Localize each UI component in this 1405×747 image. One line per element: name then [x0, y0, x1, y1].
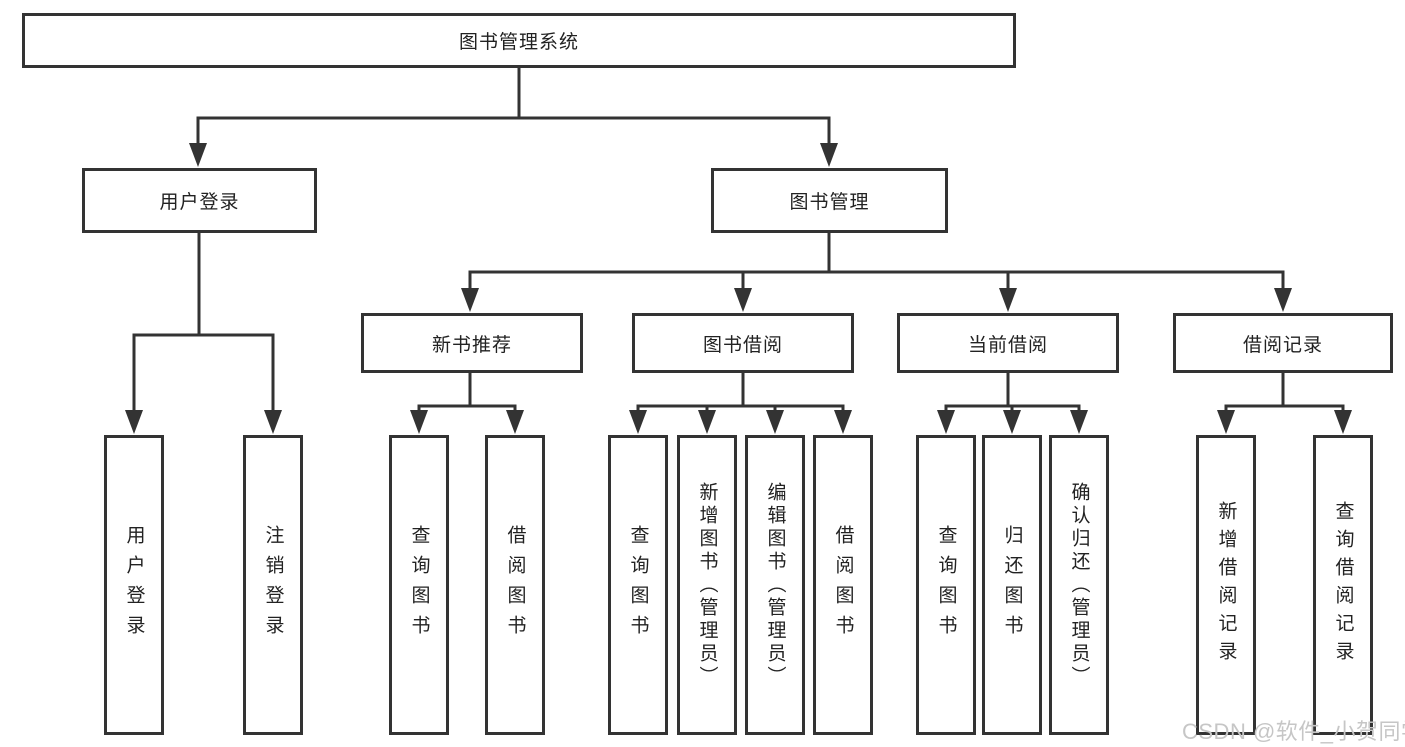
- leaf-query-books-recommend: 查询图书: [389, 435, 449, 735]
- node-borrow-records: 借阅记录: [1173, 313, 1393, 373]
- leaf-confirm-return-admin: 确认归还（管理员）: [1049, 435, 1109, 735]
- leaf-add-books-admin: 新增图书（管理员）: [677, 435, 737, 735]
- leaf-query-books-borrow: 查询图书: [608, 435, 668, 735]
- node-label: 图书管理: [789, 192, 870, 213]
- node-current-borrow: 当前借阅: [897, 313, 1119, 373]
- leaf-logout-login: 注销登录: [243, 435, 303, 735]
- leaf-label: 查询借阅记录: [1332, 501, 1354, 669]
- node-book-borrow: 图书借阅: [632, 313, 854, 373]
- leaf-user-login: 用户登录: [104, 435, 164, 735]
- node-label: 图书借阅: [702, 334, 783, 356]
- node-book-management: 图书管理: [711, 168, 948, 233]
- leaf-label: 查询图书: [408, 525, 430, 645]
- node-label: 当前借阅: [967, 334, 1048, 356]
- leaf-label: 新增借阅记录: [1215, 501, 1237, 669]
- node-new-book-recommend: 新书推荐: [361, 313, 583, 373]
- leaf-label: 注销登录: [262, 525, 284, 645]
- leaf-label: 新增图书（管理员）: [696, 481, 718, 689]
- leaf-query-borrow-record: 查询借阅记录: [1313, 435, 1373, 735]
- leaf-label: 确认归还（管理员）: [1068, 481, 1090, 689]
- leaf-label: 查询图书: [627, 525, 649, 645]
- leaf-label: 查询图书: [935, 525, 957, 645]
- leaf-borrow-books-recommend: 借阅图书: [485, 435, 545, 735]
- leaf-add-borrow-record: 新增借阅记录: [1196, 435, 1256, 735]
- leaf-label: 编辑图书（管理员）: [764, 481, 786, 689]
- node-library-management-system: 图书管理系统: [22, 13, 1016, 68]
- leaf-return-books: 归还图书: [982, 435, 1042, 735]
- watermark: CSDN @软件_小贺同学: [1182, 719, 1405, 744]
- leaf-label: 借阅图书: [832, 525, 854, 645]
- leaf-label: 借阅图书: [504, 525, 526, 645]
- node-label: 图书管理系统: [458, 32, 579, 53]
- leaf-label: 归还图书: [1001, 525, 1023, 645]
- node-user-login: 用户登录: [82, 168, 317, 233]
- node-label: 用户登录: [159, 192, 240, 213]
- node-label: 新书推荐: [431, 334, 512, 356]
- leaf-label: 用户登录: [123, 525, 145, 645]
- node-label: 借阅记录: [1242, 334, 1323, 356]
- leaf-borrow-books: 借阅图书: [813, 435, 873, 735]
- arrowheads: [125, 143, 1352, 434]
- leaf-edit-books-admin: 编辑图书（管理员）: [745, 435, 805, 735]
- leaf-query-books-current: 查询图书: [916, 435, 976, 735]
